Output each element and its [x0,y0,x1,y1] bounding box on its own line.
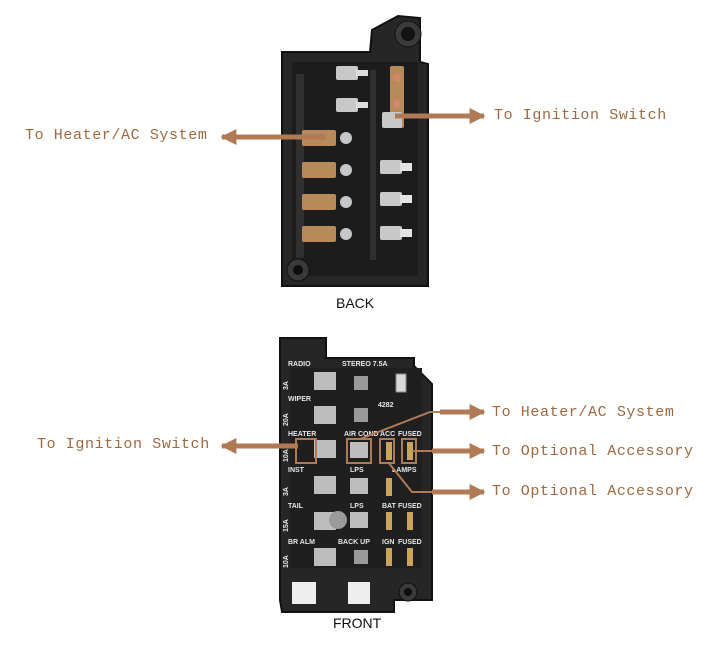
label-fused-3: FUSED [398,539,422,546]
back-caption: BACK [336,295,375,311]
front-center-screw [329,511,347,529]
label-tail: TAIL [288,503,304,510]
label-lps-2: LPS [350,503,364,510]
front-callout-optional-1: To Optional Accessory [492,443,694,460]
front-callout-optional-2: To Optional Accessory [492,483,694,500]
label-bat: BAT [382,503,397,510]
label-ign: IGN [382,539,394,546]
label-amp-15a: 15A [283,519,290,532]
label-amp-20a: 20A [283,413,290,426]
front-caption: FRONT [333,615,382,631]
label-lps-1: LPS [350,467,364,474]
front-fuse-box: RADIO STEREO 7.5A WIPER 4282 HEATER AIR … [279,337,433,613]
label-inst: INST [288,467,305,474]
label-fused-1: FUSED [398,431,422,438]
label-part-no: 4282 [378,402,394,409]
label-amp-3a-1: 3A [283,381,290,390]
front-callout-heater-ac: To Heater/AC System [492,404,675,421]
label-back-up: BACK UP [338,539,370,546]
label-wiper: WIPER [288,396,311,403]
label-amp-10a-1: 10A [283,449,290,462]
front-callout-ignition: To Ignition Switch [37,436,210,453]
label-heater: HEATER [288,431,316,438]
back-callout-ignition: To Ignition Switch [494,107,667,124]
front-fuse-rows [314,372,413,566]
front-heater-highlight [295,438,317,464]
front-optional-arrow-2 [387,461,432,493]
front-acc-highlight [379,438,395,464]
label-air-cond: AIR COND [344,431,379,438]
label-fused-2: FUSED [398,503,422,510]
back-fuse-box [281,14,429,287]
label-amp-10a-2: 10A [283,555,290,568]
label-stereo: STEREO 7.5A [342,361,388,368]
label-acc: ACC [380,431,395,438]
label-radio: RADIO [288,361,311,368]
back-callout-heater-ac: To Heater/AC System [25,127,208,144]
front-aircond-highlight [346,438,372,464]
label-amp-3a-2: 3A [283,487,290,496]
label-lamps: LAMPS [392,467,417,474]
back-left-terminals [302,66,368,242]
label-br-alm: BR ALM [288,539,315,546]
